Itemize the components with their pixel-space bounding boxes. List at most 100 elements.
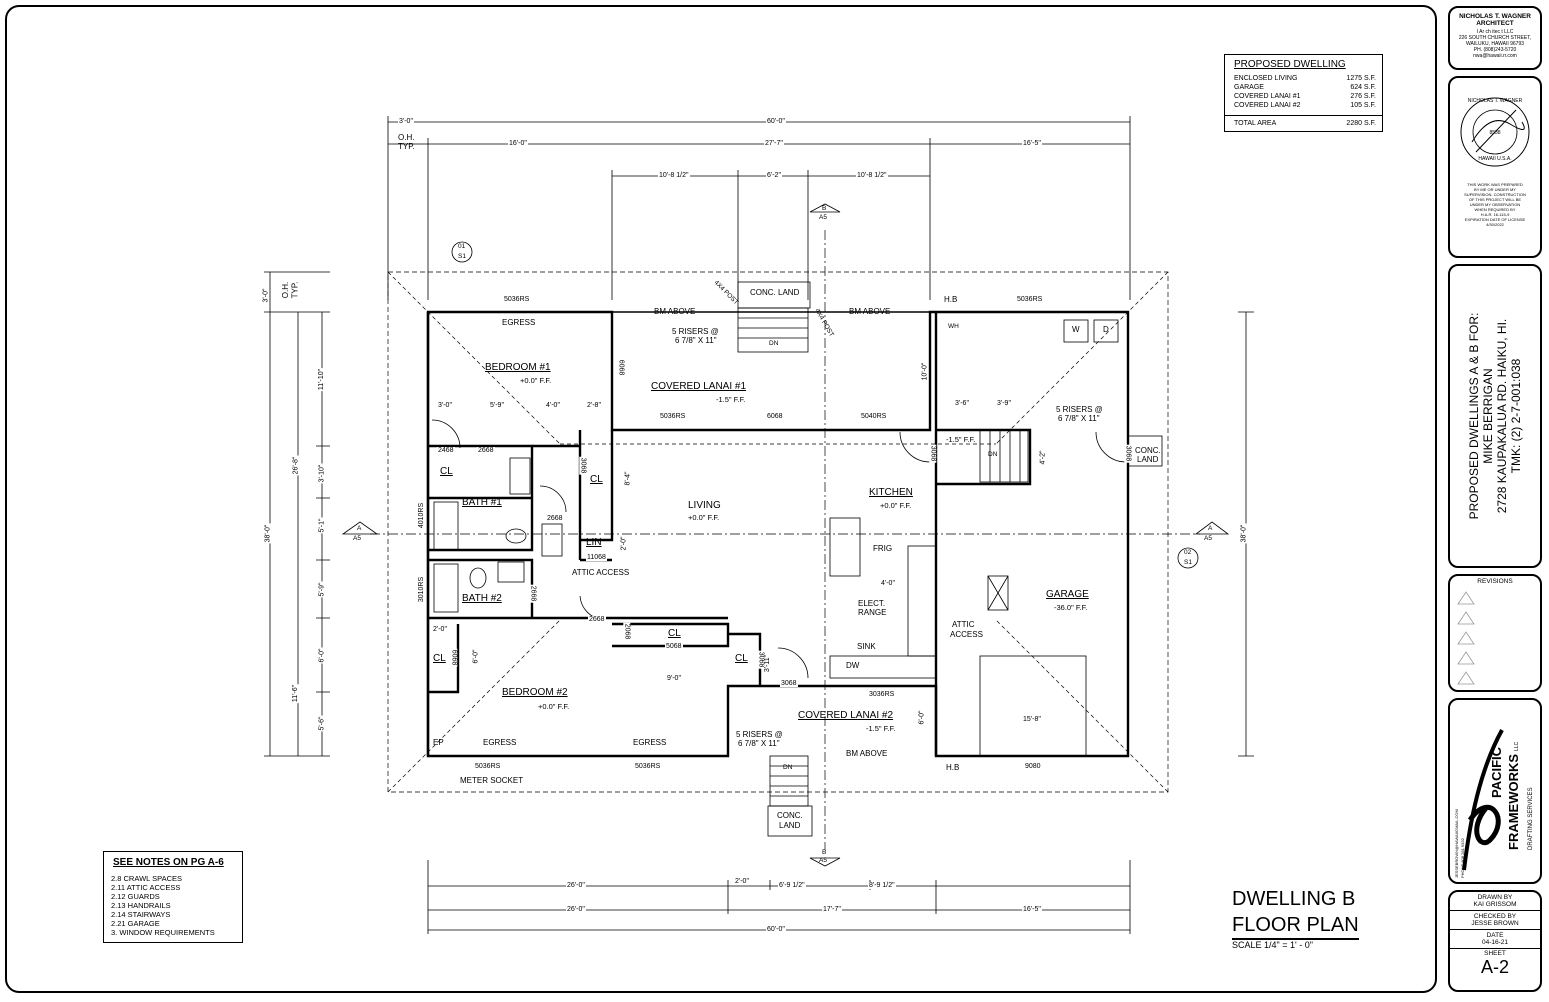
window-tag: 5036RS xyxy=(634,763,662,770)
detail-mark-sheet: S1 xyxy=(458,253,466,260)
window-tag: 5040RS xyxy=(860,413,888,420)
stair-risers-label: 5 RISERS @ xyxy=(1056,405,1103,414)
note-item: 2.14 STAIRWAYS xyxy=(111,910,171,919)
project-address: 2728 KAUPAKALUA RD. HAIKU, HI. xyxy=(1495,318,1509,514)
ff-garage-step: -1.5" F.F. xyxy=(946,435,976,444)
dim-interior: 2'-0" xyxy=(620,535,628,552)
sheet-info-block: DRAWN BY KAI GRISSOM CHECKED BY JESSE BR… xyxy=(1448,890,1542,992)
architect-email: nwa@hawaii.rr.com xyxy=(1473,53,1517,59)
note-item: 2.11 ATTIC ACCESS xyxy=(111,883,181,892)
door-tag: 2068 xyxy=(623,622,631,641)
seal-ring-bottom: HAWAII U.S.A. xyxy=(1478,156,1512,162)
note-item: 2.8 CRAWL SPACES xyxy=(111,874,182,883)
revisions-label: REVISIONS xyxy=(1477,578,1513,585)
dim-left: 11'-10" xyxy=(318,367,326,392)
water-heater-label: WH xyxy=(948,323,959,330)
dim-interior: 4'-0" xyxy=(545,402,561,409)
door-tag: 3068 xyxy=(780,680,798,687)
dim-interior: 9'-0" xyxy=(666,675,682,682)
roof-outline xyxy=(387,271,1169,793)
door-tag: 2668 xyxy=(529,584,537,603)
meter-socket-label: METER SOCKET xyxy=(460,776,524,785)
company-name-1: PACIFIC xyxy=(1489,746,1504,798)
seal-icon xyxy=(1460,97,1530,167)
section-mark-letter: B xyxy=(822,849,827,856)
seal-ring-top: NICHOLAS T. WAGNER xyxy=(1467,98,1523,104)
company-llc: LLC xyxy=(1514,741,1520,751)
room-bedroom-2: BEDROOM #2 xyxy=(502,687,568,698)
closet-label: CL xyxy=(590,474,603,485)
door-tag: 3068 xyxy=(929,444,937,463)
egress-label: EGRESS xyxy=(483,738,517,747)
note-item: 2.12 GUARDS xyxy=(111,892,160,901)
section-mark-letter: A xyxy=(1208,525,1213,532)
ff-bedroom-2: +0.0" F.F. xyxy=(538,702,570,711)
closet-label: CL xyxy=(735,653,748,664)
dim-bottom: 26'-0" xyxy=(566,882,586,889)
company-logo-icon xyxy=(1462,729,1504,871)
closet-label: CL xyxy=(668,628,681,639)
dim-interior: 3'-6" xyxy=(954,400,970,407)
company-name: PACIFIC xyxy=(1489,746,1504,798)
sheet-number-cell: SHEET A-2 xyxy=(1450,949,1540,979)
project-block: PROPOSED DWELLINGS A & B FOR: MIKE BERRI… xyxy=(1448,264,1542,568)
dim-interior: 6'-0" xyxy=(918,709,926,726)
door-tag: 2668 xyxy=(546,515,564,522)
stair-riser-size: 6 7/8" X 11" xyxy=(1058,414,1100,423)
company-name-2: FRAMEWORKS xyxy=(1506,753,1521,850)
window-tag: 3036RS xyxy=(868,691,896,698)
stair-risers-label: 5 RISERS @ xyxy=(736,730,783,739)
dim-top: 16'-5" xyxy=(1022,140,1042,147)
room-bath-1: BATH #1 xyxy=(462,497,502,508)
stair-riser-size: 6 7/8" X 11" xyxy=(738,739,780,748)
dim-bottom: 8'-9 1/2" xyxy=(868,882,896,889)
window-tag: 4010RS xyxy=(418,501,426,530)
door-tag: 2668 xyxy=(588,616,606,623)
attic-access-label: ATTIC xyxy=(952,620,975,629)
door-tag: 5068 xyxy=(665,643,683,650)
overhang-typ-label: TYP. xyxy=(290,281,300,299)
closet-label: CL xyxy=(433,653,446,664)
drawn-by-label: DRAWN BY xyxy=(1477,894,1513,901)
note-item: 2.13 HANDRAILS xyxy=(111,901,171,910)
concrete-landing-label: LAND xyxy=(1137,455,1159,464)
stair-down-label: DN xyxy=(769,340,779,347)
dim-top: 16'-0" xyxy=(508,140,528,147)
dim-left: 26'-8" xyxy=(292,455,300,476)
sink-label: SINK xyxy=(857,642,876,651)
seal-statement: THIS WORK WAS PREPARED BY ME OR UNDER MY… xyxy=(1464,182,1526,227)
dim-interior: 6'-0" xyxy=(472,648,480,665)
ff-living: +0.0" F.F. xyxy=(688,513,720,522)
stair-down-label: DN xyxy=(988,451,998,458)
drafting-company-block: PACIFIC FRAMEWORKS LLC DRAFTING SERVICES… xyxy=(1448,698,1542,884)
ff-lanai-1: -1.5" F.F. xyxy=(716,395,746,404)
beam-above-label: BM ABOVE xyxy=(849,307,891,316)
sheet-label: SHEET xyxy=(1484,950,1506,957)
drawn-by-value: KAI GRISSOM xyxy=(1473,901,1517,908)
dim-interior: 2'-0" xyxy=(432,626,448,633)
drawing-sheet-border xyxy=(5,5,1437,993)
detail-mark-number: 01 xyxy=(458,243,466,250)
architect-title: ARCHITECT xyxy=(1476,20,1514,27)
project-line1: PROPOSED DWELLINGS A & B FOR: xyxy=(1467,312,1481,520)
dim-interior: 4'-2" xyxy=(1039,449,1047,466)
window-tag: 5036RS xyxy=(503,296,531,303)
company-tagline: DRAFTING SERVICES xyxy=(1528,787,1534,850)
dim-overall-width: 60'-0" xyxy=(766,926,786,933)
window-tag: 5036RS xyxy=(659,413,687,420)
dim-interior: 15'-8" xyxy=(1022,716,1042,723)
overhang-label: O.H. xyxy=(281,281,291,299)
dim-interior: 5'-9" xyxy=(489,402,505,409)
room-covered-lanai-1: COVERED LANAI #1 xyxy=(651,381,747,392)
section-mark-sheet: A5 xyxy=(1204,535,1212,542)
dim-right: 38'-0" xyxy=(1240,523,1248,544)
section-mark-letter: B xyxy=(822,205,827,212)
section-mark-sheet: A5 xyxy=(819,214,827,221)
dim-left: 5'-9" xyxy=(318,581,326,598)
door-tag: 2468 xyxy=(437,447,455,454)
refrigerator-label: FRIG xyxy=(873,544,893,553)
dim-top: 10'-8 1/2" xyxy=(856,172,888,179)
overhang-typ-label: TYP. xyxy=(398,142,415,151)
